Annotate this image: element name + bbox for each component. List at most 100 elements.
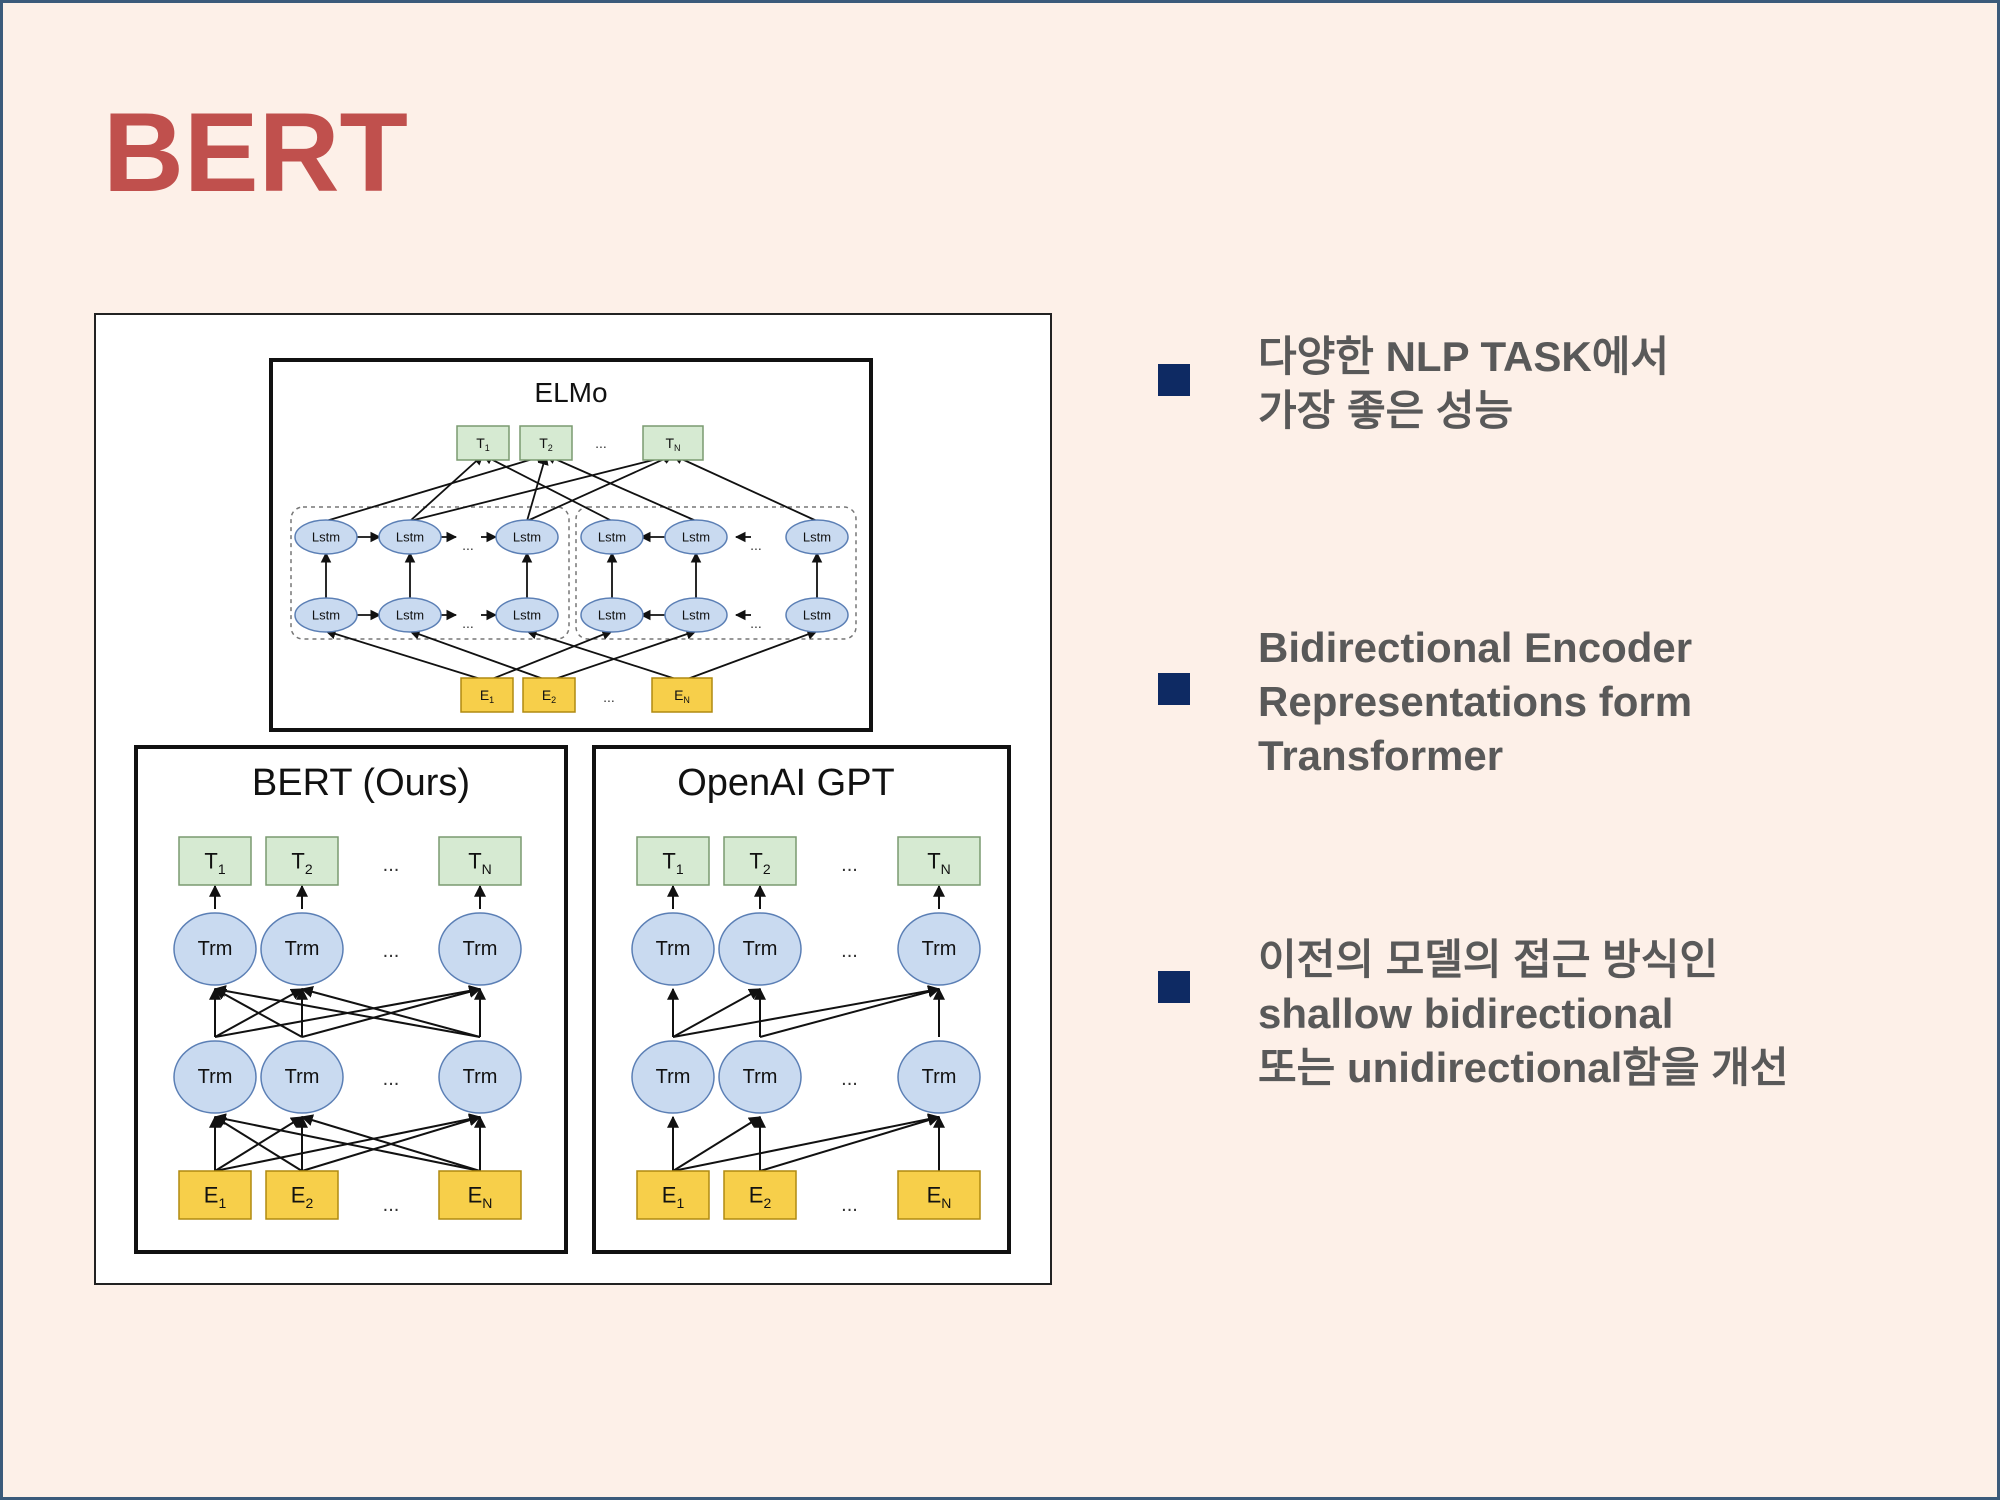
arrow — [548, 629, 698, 682]
elmo-panel — [269, 358, 873, 732]
bullet-text: Bidirectional Encoder Representations fo… — [1258, 624, 1693, 779]
gpt-title: OpenAI GPT — [677, 762, 895, 804]
arrow — [545, 453, 697, 522]
gpt-output-t1: T1 — [636, 836, 710, 886]
arrow — [681, 629, 819, 682]
elmo-lstm-node-label: Lstm — [598, 608, 626, 623]
arrow — [213, 1113, 481, 1172]
elmo-lstm-node-label: Lstm — [513, 530, 541, 545]
arrow — [759, 986, 941, 1038]
arrow — [672, 1113, 941, 1172]
elmo-output-tn: TN — [642, 425, 704, 461]
gpt-trm-node: Trm — [897, 1040, 981, 1114]
gpt-trm-node-label: Trm — [922, 938, 957, 960]
gpt-trm-node-label: Trm — [743, 938, 778, 960]
arrow — [526, 453, 549, 522]
elmo-lstm-node-label: Lstm — [682, 608, 710, 623]
gpt-trm-node-label: Trm — [656, 1066, 691, 1088]
elmo-lstm-node: Lstm — [664, 519, 728, 555]
elmo-lstm-node-label: Lstm — [312, 530, 340, 545]
gpt-output-tn: TN — [897, 836, 981, 886]
arrow — [300, 1114, 481, 1172]
elmo-lstm-node-label: Lstm — [598, 530, 626, 545]
elmo-output-ellipsis: ... — [595, 435, 607, 451]
elmo-lstm-node: Lstm — [785, 597, 849, 633]
bert-trm-node: Trm — [173, 912, 257, 986]
arrow — [324, 628, 488, 682]
arrow — [409, 454, 484, 522]
gpt-input-e2: E2 — [723, 1170, 797, 1220]
elmo-backward-group — [575, 506, 857, 640]
arrow — [300, 986, 481, 1038]
bert-trm-node-label: Trm — [463, 938, 498, 960]
gpt-output-ellipsis: ... — [841, 854, 858, 876]
elmo-lstm-node: Lstm — [580, 519, 644, 555]
bert-trm-node: Trm — [260, 912, 344, 986]
gpt-input-en: EN — [897, 1170, 981, 1220]
gpt-trm-node: Trm — [718, 1040, 802, 1114]
elmo-lstm-node: Lstm — [495, 519, 559, 555]
bullet-marker — [1158, 364, 1190, 396]
bert-trm-node-label: Trm — [285, 938, 320, 960]
elmo-lstm-node: Lstm — [294, 519, 358, 555]
gpt-trm-node-label: Trm — [743, 1066, 778, 1088]
elmo-lstm-node: Lstm — [664, 597, 728, 633]
gpt-trm-node: Trm — [718, 912, 802, 986]
elmo-lstm-node: Lstm — [580, 597, 644, 633]
bullet-text: 다양한 NLP TASK에서 가장 좋은 성능 — [1258, 333, 1669, 434]
gpt-input-ellipsis: ... — [841, 1194, 858, 1216]
gpt-trm-node-label: Trm — [656, 938, 691, 960]
arrow — [672, 985, 941, 1038]
elmo-input-e2: E2 — [522, 677, 576, 713]
arrow — [672, 454, 818, 522]
elmo-lstm-node-label: Lstm — [513, 608, 541, 623]
arrow — [672, 1116, 762, 1172]
bert-trm-node-label: Trm — [285, 1066, 320, 1088]
elmo-lstm-node-label: Lstm — [682, 530, 710, 545]
elmo-lstm-node: Lstm — [378, 519, 442, 555]
gpt-trm-ellipsis: ... — [841, 1068, 858, 1090]
slide-title: BERT — [103, 90, 408, 215]
elmo-lstm-ellipsis: ... — [750, 537, 762, 553]
bert-trm-ellipsis: ... — [383, 940, 400, 962]
arrow — [213, 985, 481, 1038]
gpt-input-e1: E1 — [636, 1170, 710, 1220]
elmo-output-t2: T2 — [519, 425, 573, 461]
bert-trm-node: Trm — [260, 1040, 344, 1114]
bert-trm-node: Trm — [438, 912, 522, 986]
bert-trm-node: Trm — [173, 1040, 257, 1114]
arrow — [213, 988, 303, 1038]
bert-trm-node-label: Trm — [198, 938, 233, 960]
gpt-trm-node: Trm — [631, 912, 715, 986]
bert-input-e2: E2 — [265, 1170, 339, 1220]
arrow — [409, 452, 675, 522]
elmo-lstm-node-label: Lstm — [312, 608, 340, 623]
gpt-trm-node: Trm — [631, 1040, 715, 1114]
elmo-input-ellipsis: ... — [603, 689, 615, 705]
bert-output-t2: T2 — [265, 836, 339, 886]
arrow — [213, 1116, 303, 1172]
arrow — [526, 454, 674, 522]
gpt-output-t2: T2 — [723, 836, 797, 886]
gpt-trm-node-label: Trm — [922, 1066, 957, 1088]
bullet-text: 이전의 모델의 접근 방식인 shallow bidirectional 또는 … — [1258, 936, 1789, 1091]
bert-input-ellipsis: ... — [383, 1194, 400, 1216]
arrow — [672, 988, 762, 1038]
arrow — [486, 629, 614, 682]
elmo-lstm-node-label: Lstm — [396, 530, 424, 545]
elmo-lstm-node-label: Lstm — [803, 608, 831, 623]
bert-trm-node-label: Trm — [463, 1066, 498, 1088]
arrow — [408, 629, 550, 682]
bullet-marker — [1158, 673, 1190, 705]
arrow — [325, 452, 548, 522]
elmo-lstm-node: Lstm — [378, 597, 442, 633]
bert-title: BERT (Ours) — [252, 762, 470, 804]
bert-output-tn: TN — [438, 836, 522, 886]
elmo-lstm-node: Lstm — [785, 519, 849, 555]
elmo-lstm-ellipsis: ... — [462, 615, 474, 631]
arrow — [525, 628, 683, 682]
elmo-input-e1: E1 — [460, 677, 514, 713]
elmo-lstm-node-label: Lstm — [803, 530, 831, 545]
